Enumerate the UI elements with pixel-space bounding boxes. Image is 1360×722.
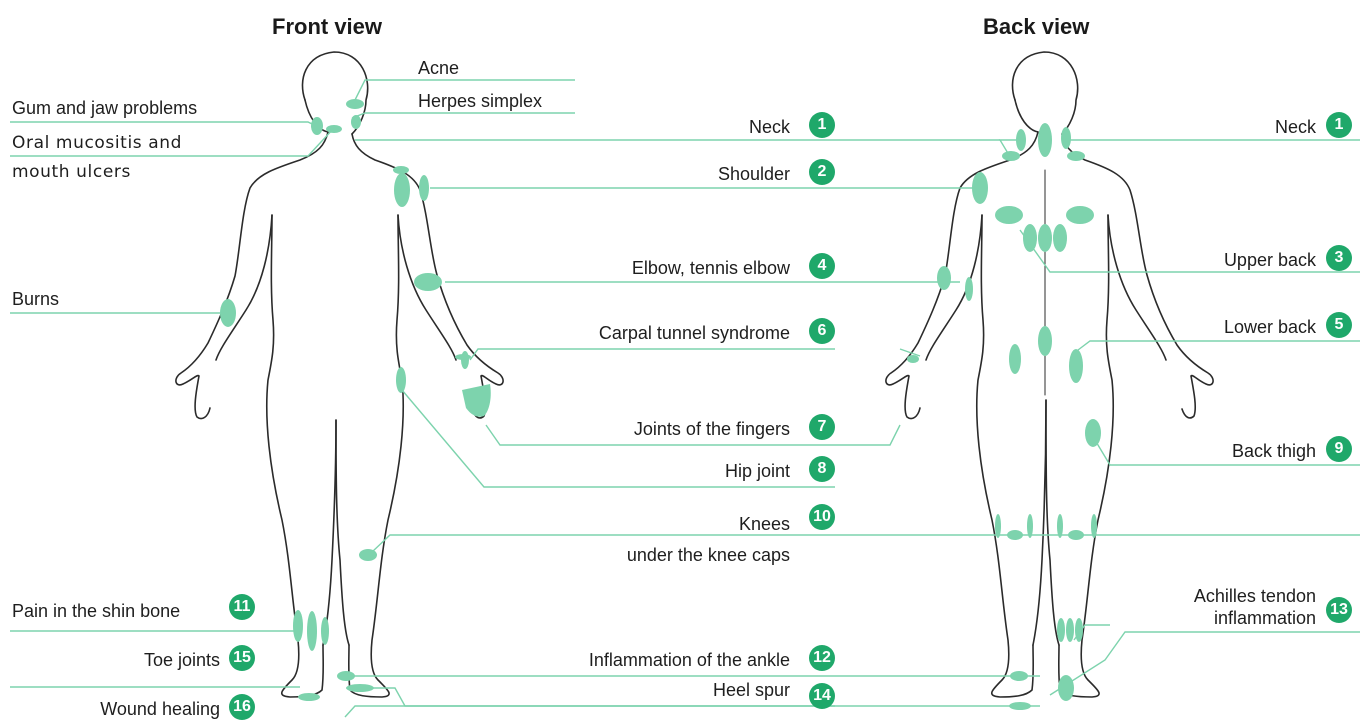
badge-3: 3 (1326, 245, 1352, 271)
label-shin: Pain in the shin bone (12, 600, 180, 622)
front-view-title: Front view (272, 14, 382, 40)
badge-10: 10 (809, 504, 835, 530)
label-upper-back: Upper back (1170, 249, 1316, 271)
label-herpes-simplex: Herpes simplex (418, 90, 542, 112)
label-achilles-line1: Achilles tendon (1140, 585, 1316, 607)
label-acne: Acne (418, 57, 459, 79)
label-back-thigh: Back thigh (1170, 440, 1316, 462)
label-achilles-line2: inflammation (1140, 607, 1316, 629)
badge-4: 4 (809, 253, 835, 279)
badge-14: 14 (809, 683, 835, 709)
label-finger-joints: Joints of the fingers (560, 418, 790, 440)
badge-5: 5 (1326, 312, 1352, 338)
back-view-title: Back view (983, 14, 1089, 40)
front-body-outline (176, 52, 503, 697)
badge-2: 2 (809, 159, 835, 185)
badge-1-back: 1 (1326, 112, 1352, 138)
badge-8: 8 (809, 456, 835, 482)
badge-7: 7 (809, 414, 835, 440)
label-ankle-inflammation: Inflammation of the ankle (520, 649, 790, 671)
back-spots (907, 123, 1101, 710)
label-wound-healing: Wound healing (50, 698, 220, 720)
label-oral-mucositis-line1: Oral mucositis and (12, 132, 182, 154)
label-shoulder: Shoulder (560, 163, 790, 185)
label-knees-line1: Knees (660, 513, 790, 535)
label-oral-mucositis-line2: mouth ulcers (12, 161, 131, 183)
label-elbow: Elbow, tennis elbow (560, 257, 790, 279)
label-neck-back: Neck (1200, 116, 1316, 138)
label-lower-back: Lower back (1170, 316, 1316, 338)
label-neck-front: Neck (560, 116, 790, 138)
badge-12: 12 (809, 645, 835, 671)
label-toe-joints: Toe joints (95, 649, 220, 671)
badge-6: 6 (809, 318, 835, 344)
label-carpal-tunnel: Carpal tunnel syndrome (540, 322, 790, 344)
label-hip-joint: Hip joint (560, 460, 790, 482)
badge-13: 13 (1326, 597, 1352, 623)
badge-16: 16 (229, 694, 255, 720)
label-heel-spur: Heel spur (560, 679, 790, 701)
label-gum-jaw: Gum and jaw problems (12, 97, 197, 119)
badge-15: 15 (229, 645, 255, 671)
label-knees-line2: under the knee caps (560, 544, 790, 566)
badge-1-front: 1 (809, 112, 835, 138)
label-burns: Burns (12, 288, 59, 310)
front-spots (220, 99, 491, 701)
badge-9: 9 (1326, 436, 1352, 462)
badge-11: 11 (229, 594, 255, 620)
